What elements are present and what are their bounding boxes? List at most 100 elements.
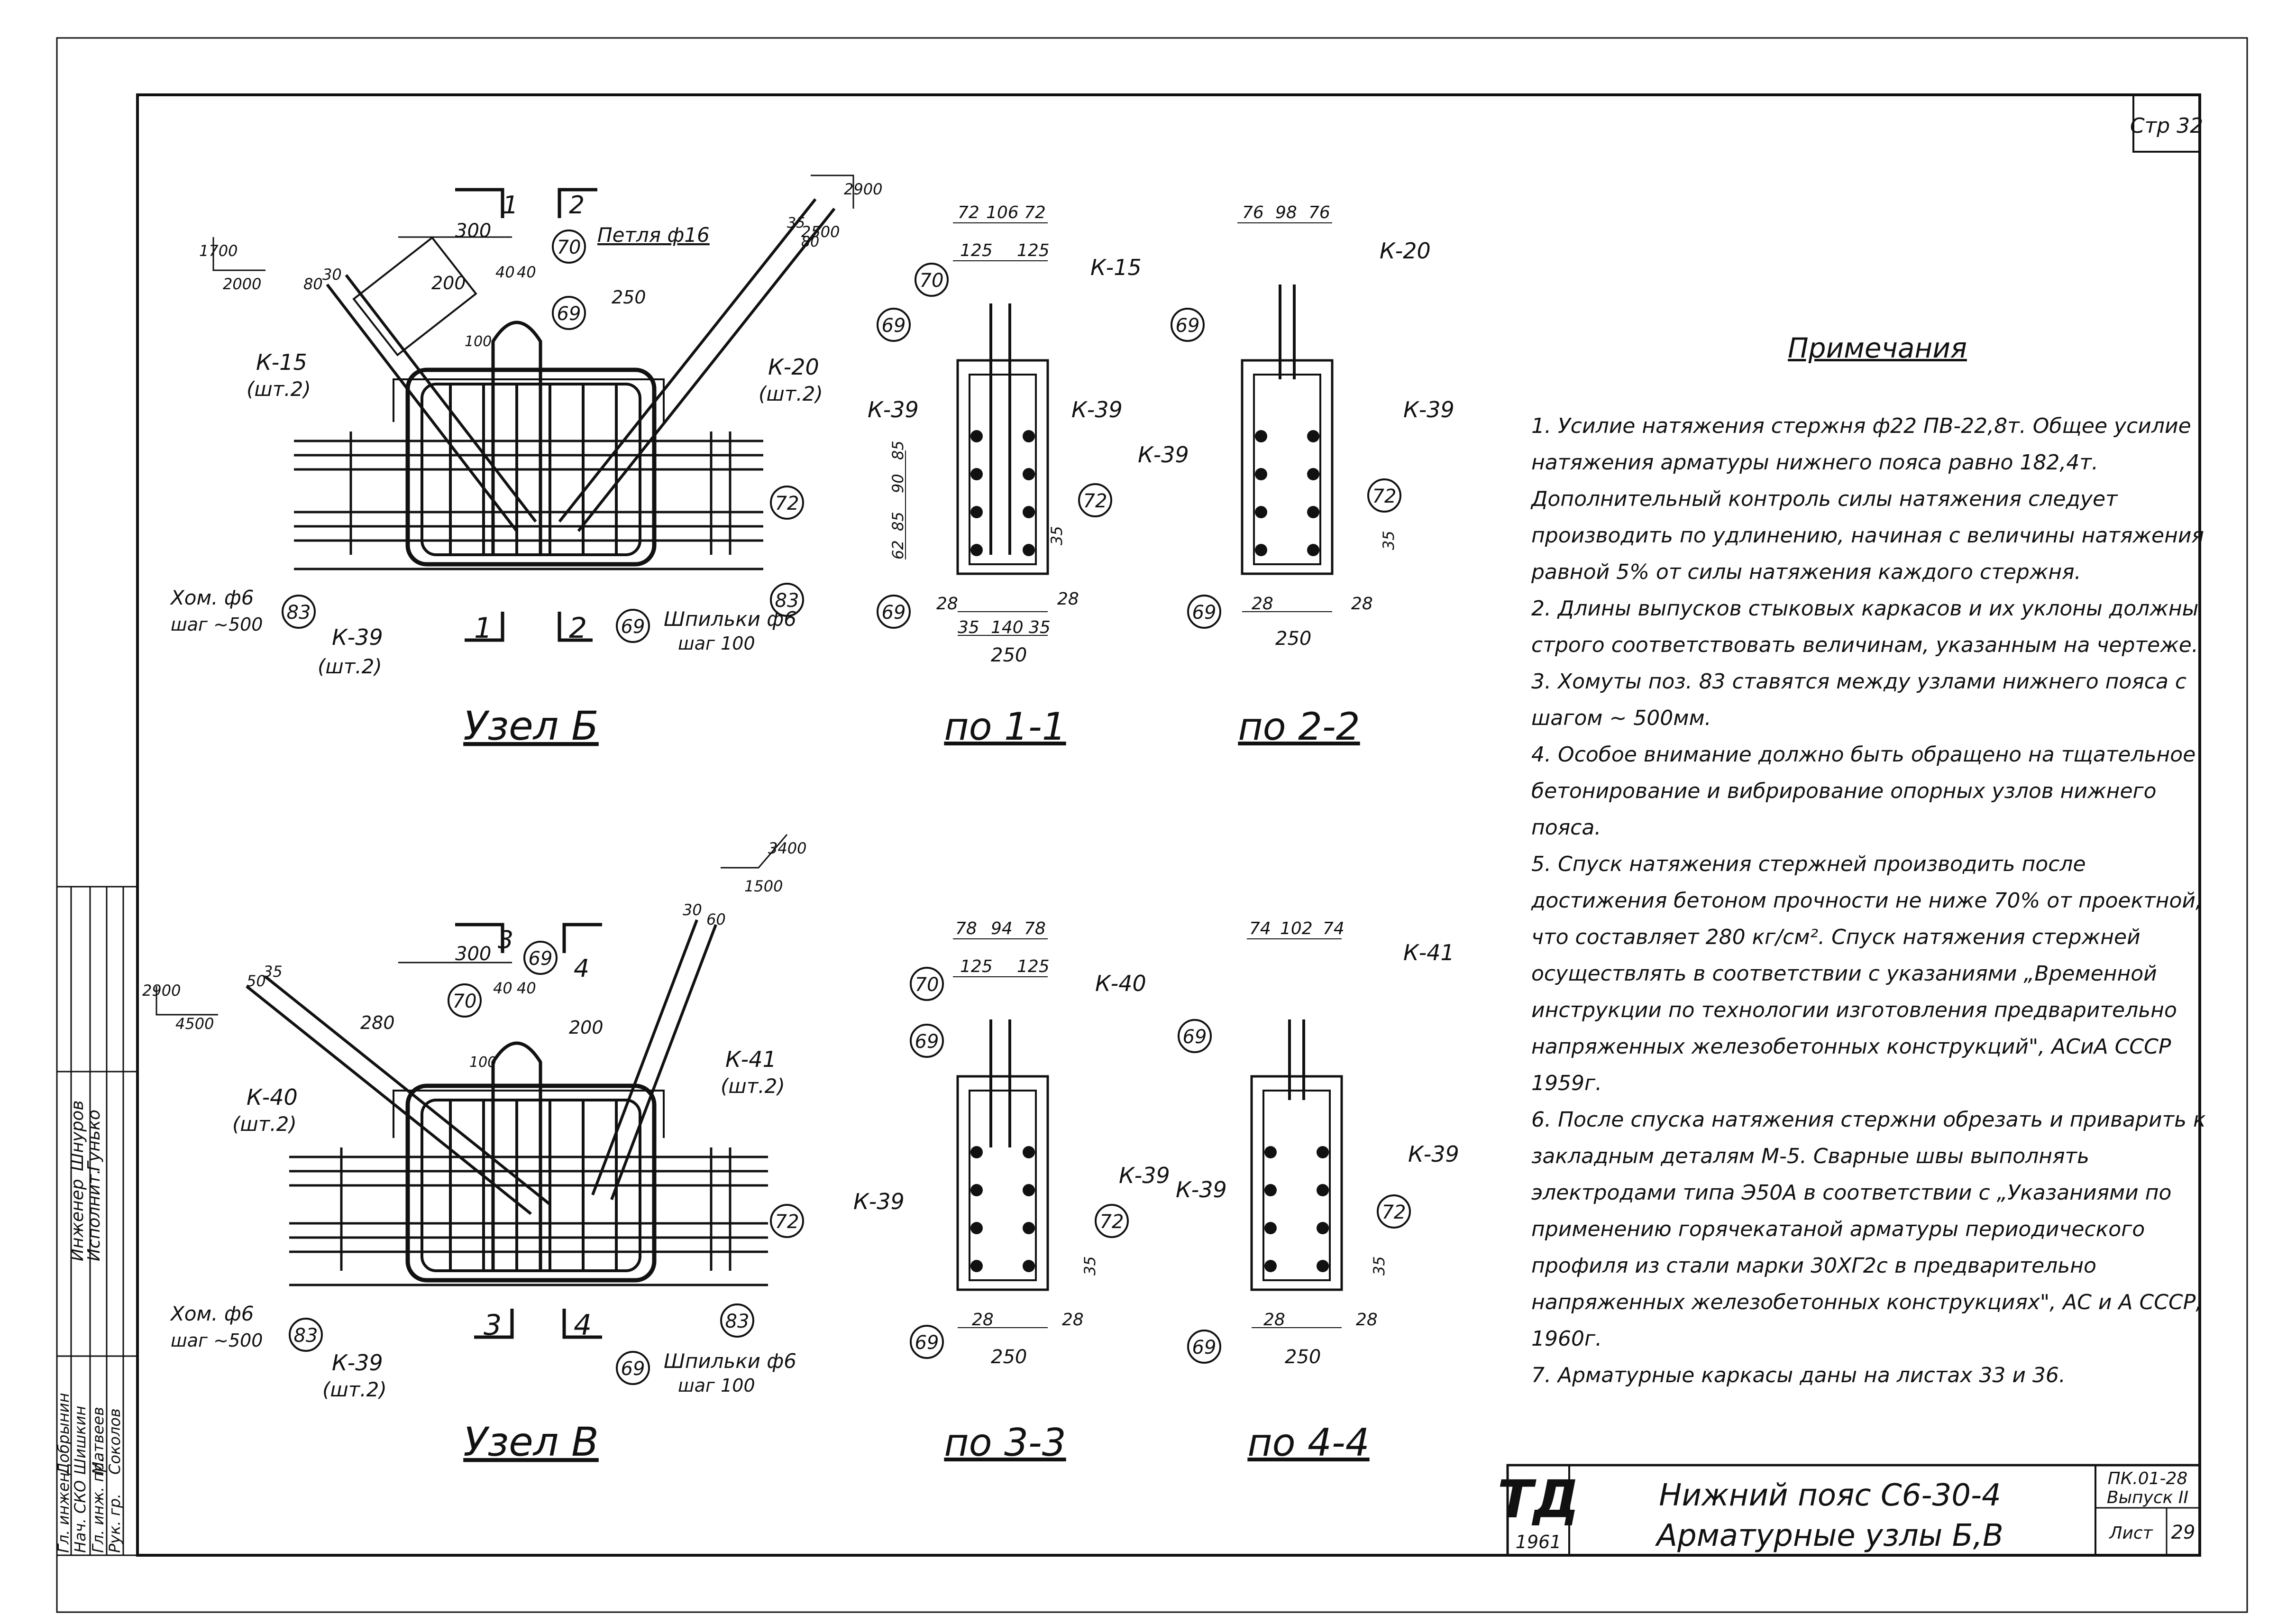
- node-v-dim-35: 35: [263, 963, 283, 981]
- s44-label-k39a: К-39: [1176, 1177, 1227, 1202]
- s33-bot-1: 28: [972, 1310, 994, 1330]
- s11-title: по 1-1: [944, 705, 1066, 749]
- node-v-k40-label: К-40: [247, 1084, 298, 1110]
- node-v-dim-40a: 40: [493, 979, 512, 997]
- sig2-role-2: Нач. СКО: [71, 1480, 89, 1553]
- sig-role-1: Инженер: [68, 1179, 87, 1261]
- s22-marker-69: 69: [1176, 315, 1200, 337]
- node-v-drawing: [156, 834, 788, 1339]
- title-code: ПК.01-28: [2108, 1469, 2188, 1488]
- s22-vert: 35: [1380, 531, 1398, 550]
- s11-marker-69: 69: [882, 315, 906, 337]
- s11-label-k15: К-15: [1090, 255, 1142, 280]
- node-v-k39-label: К-39: [332, 1350, 383, 1376]
- node-b-mark-2-bottom: 2: [569, 612, 587, 645]
- s22-width: 250: [1275, 628, 1311, 650]
- sig2-role-4: Рук. гр.: [106, 1494, 124, 1553]
- node-b-mark-1-bottom: 1: [474, 612, 492, 645]
- note-4: 4. Особое внимание должно быть обращено …: [1531, 743, 2196, 840]
- node-v-k39-qty: (шт.2): [322, 1378, 387, 1401]
- s11-width: 250: [991, 644, 1027, 666]
- node-v-marker-70: 70: [453, 991, 477, 1012]
- node-v-slope-4500: 4500: [175, 1015, 214, 1033]
- s44-label-k39b: К-39: [1408, 1141, 1459, 1167]
- node-b-dim-35: 35: [787, 215, 805, 231]
- note-7: 7. Арматурные каркасы даны на листах 33 …: [1531, 1363, 2066, 1387]
- node-v-marker-83a: 83: [294, 1325, 318, 1347]
- s11-vert: 35: [1048, 526, 1066, 545]
- note-1: 1. Усилие натяжения стержня ф22 ПВ-22,8т…: [1531, 414, 2204, 584]
- s11-marker-72: 72: [1083, 490, 1107, 512]
- node-b-texts: 300 200 40 40 250 80 30 100 35 80 1700 2…: [170, 180, 882, 749]
- s33-label-k40: К-40: [1095, 971, 1146, 996]
- s11-label-k39a: К-39: [868, 397, 919, 422]
- s11-bot-5: 35: [1029, 618, 1051, 637]
- node-b-pins-step: шаг 100: [678, 633, 755, 654]
- s22-label-k20: К-20: [1380, 238, 1431, 264]
- sig2-role-1: Гл. инжен.: [55, 1468, 73, 1553]
- node-v-slope-3400: 3400: [768, 839, 806, 857]
- node-v-mark-4-bottom: 4: [574, 1309, 592, 1342]
- sig-name-2: Гунько: [84, 1110, 104, 1171]
- node-b-marker-83b: 83: [775, 590, 799, 612]
- node-b-dim-80b: 80: [801, 234, 819, 250]
- node-v-dim-280: 280: [360, 1012, 395, 1033]
- node-v-dim-30: 30: [683, 901, 702, 919]
- s22-top-2: 98: [1275, 203, 1297, 222]
- section-1-1-texts: 72 106 72 125 125 62 85 90 85 28 28 35 1…: [868, 203, 1142, 749]
- node-b-k39-qty: (шт.2): [318, 655, 382, 678]
- node-v-dim-50: 50: [247, 972, 266, 990]
- node-v-slope-2900: 2900: [142, 982, 181, 1000]
- node-v-clamp-label: Хом. ф6: [170, 1302, 254, 1325]
- s11-marker-70: 70: [920, 270, 944, 292]
- sig2-role-3: Гл. инж. пр.: [89, 1458, 107, 1553]
- section-4-4: [1247, 938, 1343, 1328]
- node-v-mark-3-bottom: 3: [484, 1309, 502, 1342]
- sig2-name-1: Добрынин: [55, 1393, 73, 1476]
- s33-marker-72: 72: [1100, 1211, 1124, 1233]
- s11-bot-2: 28: [1057, 589, 1079, 609]
- node-v-k40-qty: (шт.2): [232, 1112, 297, 1136]
- node-b-k39-label: К-39: [332, 624, 383, 650]
- s33-bot-2: 28: [1062, 1310, 1084, 1330]
- outer-frame: [56, 37, 2248, 1613]
- s22-bot-1: 28: [1252, 594, 1273, 614]
- s44-bot-1: 28: [1263, 1310, 1285, 1330]
- sig2-name-4: Соколов: [106, 1408, 124, 1475]
- s11-top-1: 72: [958, 203, 979, 222]
- node-b-slope-1700: 1700: [199, 242, 238, 260]
- node-b-dim-40b: 40: [517, 263, 536, 281]
- s33-label-k39a: К-39: [853, 1189, 905, 1214]
- note-5: 5. Спуск натяжения стержней производить …: [1531, 852, 2202, 1095]
- title-sheet-no: 29: [2171, 1522, 2195, 1543]
- node-b-marker-69b: 69: [621, 616, 645, 638]
- node-b-marker-72: 72: [775, 493, 799, 514]
- signature-strip: Инженер Шнуров Исполнит. Гунько Гл. инже…: [55, 886, 138, 1556]
- s11-marker-69b: 69: [882, 602, 906, 624]
- section-4-4-texts: 74 102 74 28 28 250 35 К-41 К-39 К-39 69…: [1176, 919, 1459, 1465]
- s44-bot-2: 28: [1356, 1310, 1378, 1330]
- node-b-dim-80: 80: [303, 275, 323, 293]
- s33-sec-2: 125: [1017, 957, 1050, 976]
- s11-top-3: 72: [1024, 203, 1046, 222]
- node-b-k20-label: К-20: [768, 354, 819, 380]
- s22-marker-72: 72: [1372, 486, 1397, 507]
- node-b-dim-40a: 40: [495, 263, 515, 281]
- section-3-3: [953, 938, 1049, 1328]
- node-b-dim-200: 200: [431, 273, 466, 294]
- s44-top-3: 74: [1323, 919, 1345, 938]
- node-v-marker-69b: 69: [621, 1358, 645, 1380]
- page-corner-text: Стр 32: [2130, 114, 2203, 138]
- s33-top-1: 78: [955, 919, 977, 938]
- s11-bot-1: 28: [936, 594, 958, 614]
- note-2: 2. Длины выпусков стыковых каркасов и их…: [1531, 596, 2199, 657]
- s22-label-k39b: К-39: [1403, 397, 1454, 422]
- s33-title: по 3-3: [944, 1421, 1066, 1465]
- title-line-1: Нижний пояс С6-30-4: [1659, 1478, 2001, 1513]
- s11-side-4: 85: [889, 440, 907, 460]
- sig2-name-3: Матвеев: [89, 1407, 107, 1475]
- s44-marker-72: 72: [1382, 1202, 1406, 1223]
- node-v-marker-72: 72: [775, 1211, 799, 1233]
- sig-name-1: Шнуров: [68, 1101, 87, 1171]
- node-b-dim-100: 100: [465, 333, 492, 350]
